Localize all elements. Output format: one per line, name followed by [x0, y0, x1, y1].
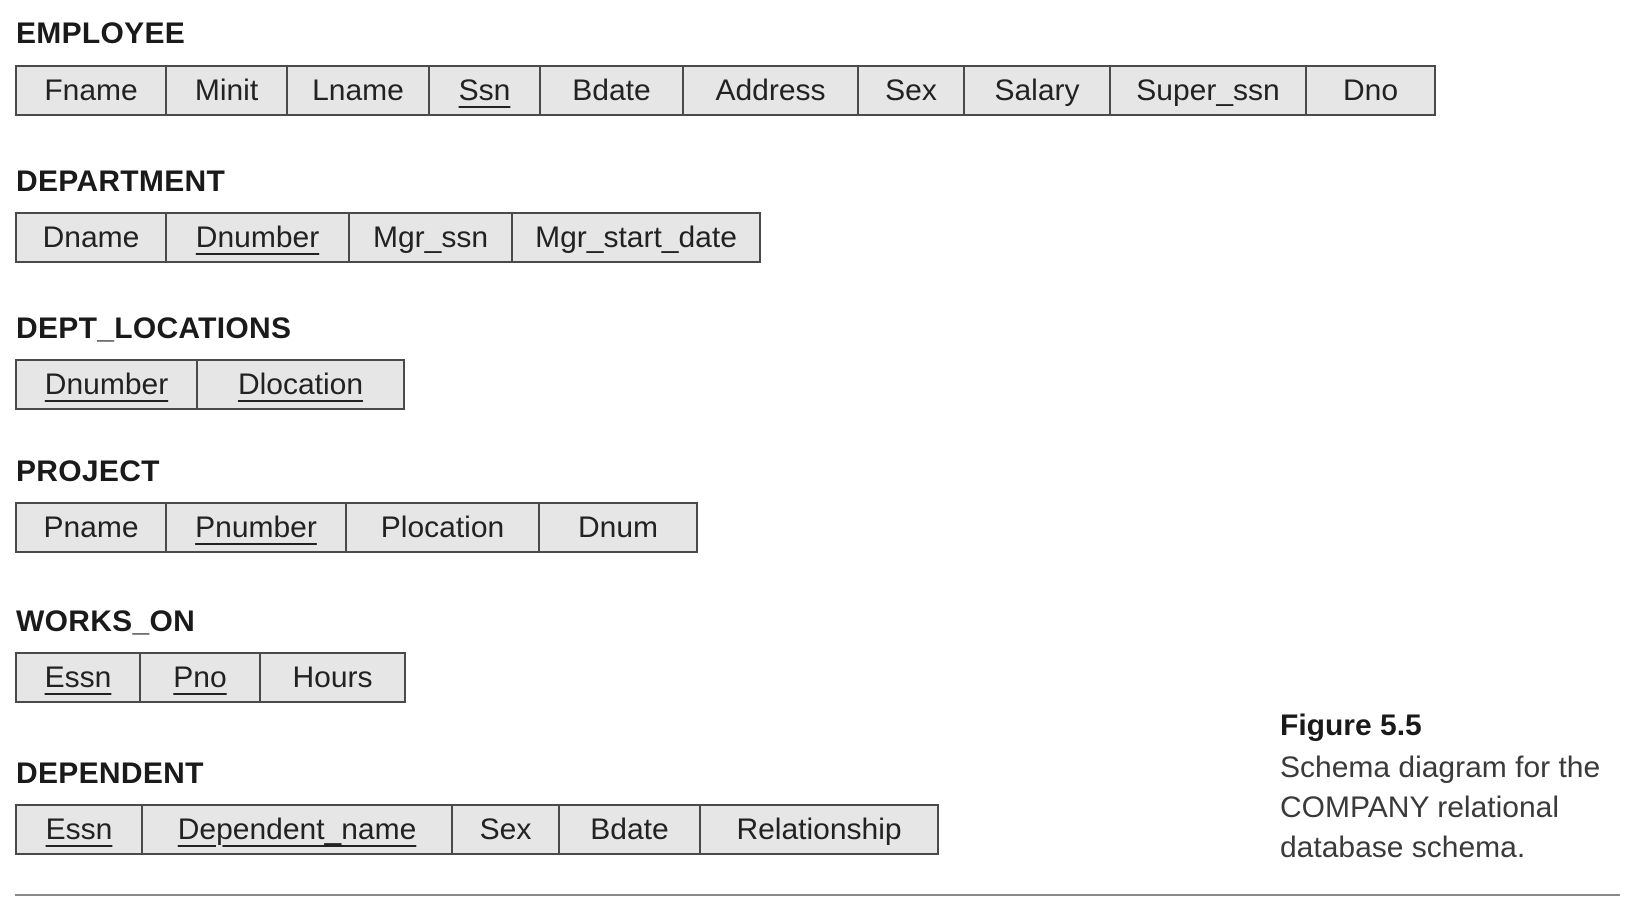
attribute-label: Plocation — [380, 510, 505, 544]
attribute-cell: Dno — [1307, 67, 1434, 114]
attribute-cell: Sex — [859, 67, 965, 114]
attribute-label: Relationship — [736, 812, 902, 846]
attribute-cell: Dname — [17, 214, 167, 261]
attribute-cell-primary-key: Dnumber — [167, 214, 350, 261]
attribute-label: Minit — [194, 73, 259, 107]
figure-caption: Schema diagram for the COMPANY relationa… — [1280, 751, 1601, 864]
attribute-cell: Hours — [261, 654, 404, 701]
attribute-cell: Address — [684, 67, 859, 114]
relation-table-project: Pname Pnumber Plocation Dnum — [15, 502, 698, 553]
attribute-cell-primary-key: Ssn — [430, 67, 541, 114]
attribute-label: Salary — [994, 73, 1080, 107]
attribute-cell: Salary — [965, 67, 1111, 114]
attribute-cell: Sex — [453, 806, 560, 853]
attribute-cell-primary-key: Dependent_name — [143, 806, 453, 853]
attribute-label: Lname — [312, 73, 404, 107]
relation-title-dependent: DEPENDENT — [16, 757, 204, 790]
relation-table-works-on: Essn Pno Hours — [15, 652, 406, 703]
attribute-label: Bdate — [590, 812, 669, 846]
attribute-label: Dnumber — [44, 367, 169, 401]
attribute-cell: Minit — [167, 67, 288, 114]
attribute-cell-primary-key: Essn — [17, 806, 143, 853]
attribute-label: Dname — [42, 220, 140, 254]
relation-title-project: PROJECT — [16, 455, 160, 488]
attribute-cell: Mgr_start_date — [513, 214, 759, 261]
attribute-label: Mgr_start_date — [535, 220, 737, 254]
relation-title-works-on: WORKS_ON — [16, 605, 196, 638]
attribute-cell-primary-key: Pno — [141, 654, 261, 701]
figure-title: Figure 5.5 — [1280, 709, 1422, 742]
attribute-label: Dnumber — [195, 220, 320, 254]
attribute-label: Pnumber — [195, 510, 317, 544]
attribute-cell-primary-key: Pnumber — [167, 504, 347, 551]
attribute-label: Super_ssn — [1136, 73, 1280, 107]
attribute-label: Sex — [885, 73, 937, 107]
attribute-label: Mgr_ssn — [372, 220, 489, 254]
attribute-cell: Bdate — [541, 67, 684, 114]
attribute-label: Essn — [45, 812, 113, 846]
attribute-cell-primary-key: Dlocation — [198, 361, 403, 408]
attribute-label: Pno — [173, 660, 227, 694]
attribute-label: Pname — [43, 510, 139, 544]
relation-title-employee: EMPLOYEE — [16, 17, 186, 50]
relation-title-dept-locations: DEPT_LOCATIONS — [16, 312, 292, 345]
attribute-cell: Plocation — [347, 504, 540, 551]
attribute-label: Dnum — [577, 510, 659, 544]
relation-table-dept-locations: Dnumber Dlocation — [15, 359, 405, 410]
relation-table-department: Dname Dnumber Mgr_ssn Mgr_start_date — [15, 212, 761, 263]
attribute-label: Sex — [479, 812, 532, 846]
attribute-cell: Lname — [288, 67, 430, 114]
attribute-cell: Bdate — [560, 806, 701, 853]
attribute-cell-primary-key: Essn — [17, 654, 141, 701]
attribute-label: Bdate — [572, 73, 651, 107]
relation-table-employee: Fname Minit Lname Ssn Bdate Address Sex … — [15, 65, 1436, 116]
bottom-divider — [15, 894, 1620, 896]
attribute-cell: Super_ssn — [1111, 67, 1307, 114]
attribute-cell: Fname — [17, 67, 167, 114]
attribute-label: Address — [715, 73, 826, 107]
attribute-label: Dno — [1342, 73, 1399, 107]
attribute-cell: Pname — [17, 504, 167, 551]
attribute-label: Dependent_name — [177, 812, 417, 846]
attribute-label: Hours — [292, 660, 373, 694]
attribute-cell: Mgr_ssn — [350, 214, 513, 261]
attribute-cell: Relationship — [701, 806, 937, 853]
attribute-cell-primary-key: Dnumber — [17, 361, 198, 408]
relation-table-dependent: Essn Dependent_name Sex Bdate Relationsh… — [15, 804, 939, 855]
attribute-label: Essn — [44, 660, 112, 694]
attribute-label: Ssn — [458, 73, 511, 107]
attribute-label: Fname — [44, 73, 138, 107]
attribute-label: Dlocation — [237, 367, 364, 401]
attribute-cell: Dnum — [540, 504, 696, 551]
relation-title-department: DEPARTMENT — [16, 165, 226, 198]
